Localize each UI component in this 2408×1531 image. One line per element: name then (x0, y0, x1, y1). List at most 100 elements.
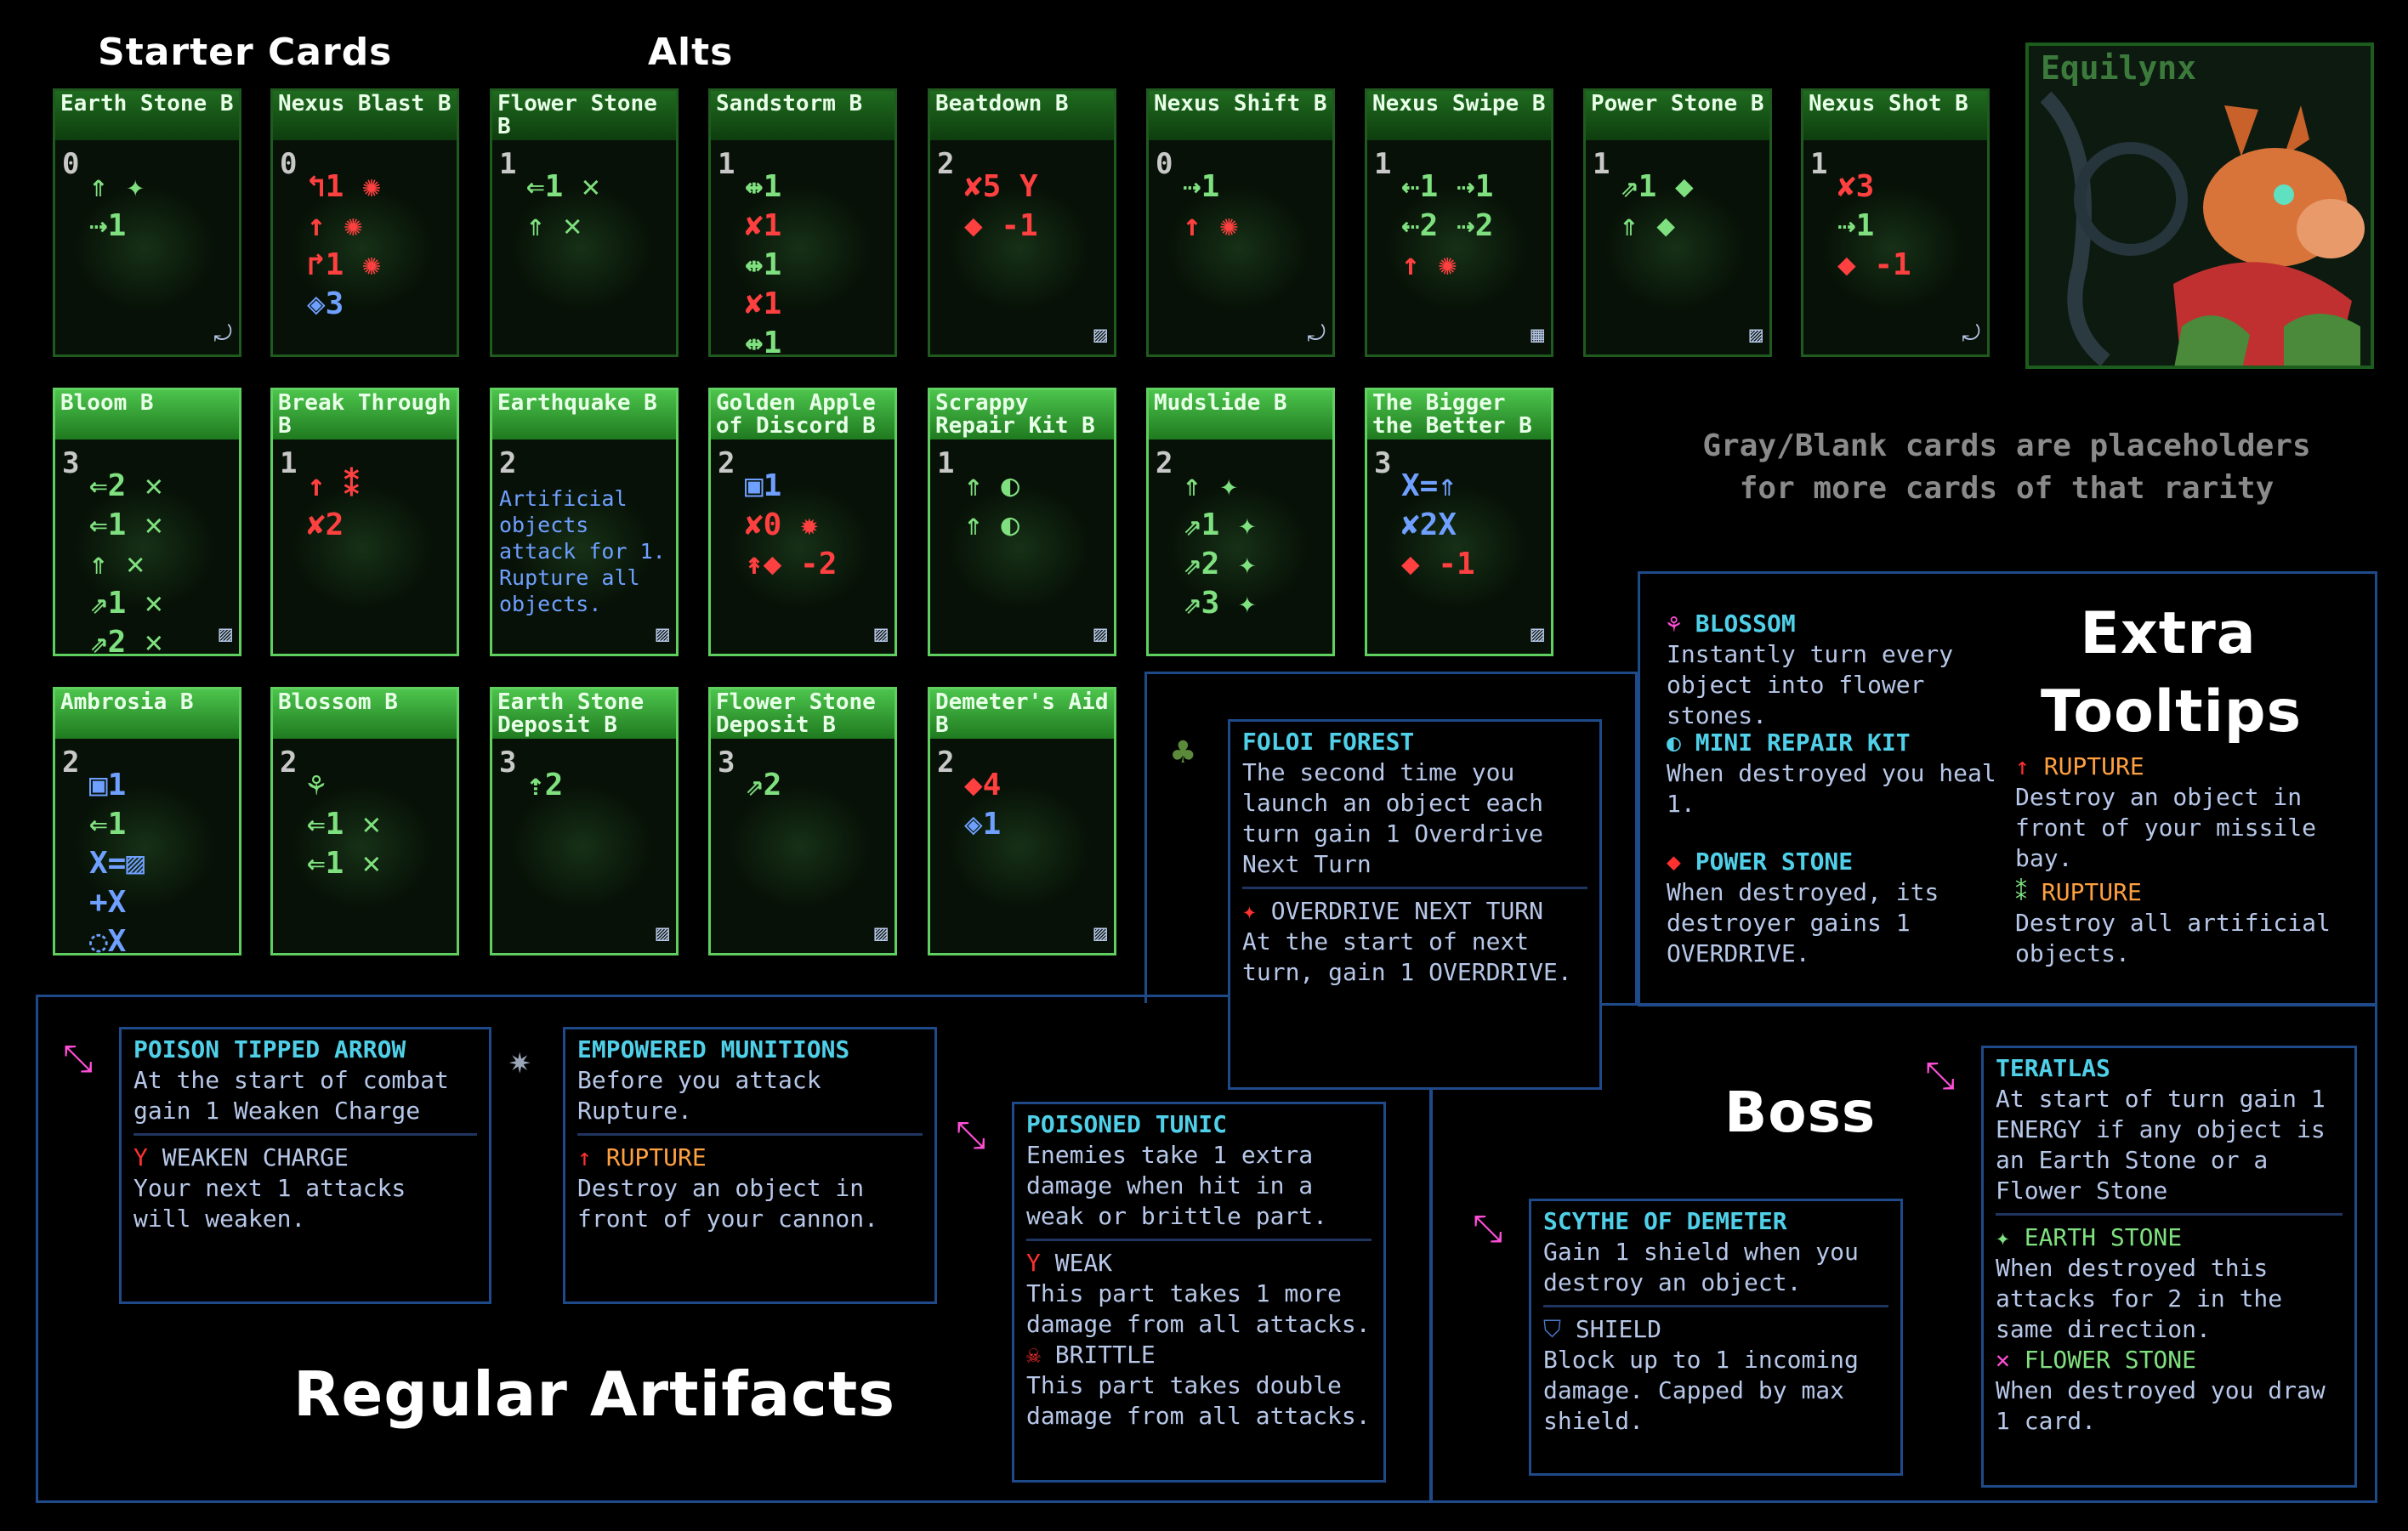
card-effects: ⇐2 ✕⇐1 ✕⇑ ✕⇗1 ✕⇗2 ✕ (89, 467, 230, 654)
card-corner-icon: ▨ (874, 621, 888, 647)
card-effect: ◆ -1 (1837, 247, 1911, 282)
regular-artifacts-header: Regular Artifacts (293, 1358, 896, 1430)
card-effect: ✘2X (1401, 507, 1457, 542)
flower-stone-title: FLOWER STONE (2024, 1346, 2197, 1374)
card-effect: ⇐1 ✕ (307, 807, 381, 842)
card-name: Nexus Shot B (1803, 91, 1987, 140)
card-effects: ⇑ ✦⇗1 ✦⇗2 ✦⇗3 ✦ (1183, 467, 1324, 623)
card-effect: ↱1 ✺ (307, 247, 381, 282)
card-cost: 0 (280, 147, 298, 181)
card-name: Demeter's Aid B (930, 689, 1114, 739)
card-effect: ⇹1 (745, 326, 782, 357)
arrow-artifact-icon: ⤡ (63, 1037, 94, 1080)
overdrive-icon: ✦ (1242, 897, 1257, 925)
extra-blossom: ⚘ BLOSSOM Instantly turn every object in… (1667, 609, 2024, 731)
earth-stone-text: When destroyed this attacks for 2 in the… (1996, 1254, 2283, 1343)
card-name: Scrappy Repair Kit B (930, 390, 1114, 439)
card-effect: +X (89, 885, 127, 920)
rupture2-text: Destroy all artificial objects. (2015, 909, 2331, 967)
card-corner-icon: ▨ (1749, 322, 1763, 348)
card-cost: 3 (62, 446, 80, 480)
shield-title: SHIELD (1575, 1315, 1662, 1343)
empowered-text: Before you attack Rupture. (577, 1066, 821, 1125)
poison-arrow-text: At the start of combat gain 1 Weaken Cha… (133, 1066, 449, 1125)
card-effect: ⇑ ✕ (89, 547, 145, 581)
card-name: Earth Stone B (55, 91, 239, 140)
card-effect: ⇑ ✕ (526, 208, 582, 243)
card-art (1820, 184, 1965, 312)
card-effect: ⇠1 ⇢1 (1401, 169, 1494, 204)
tooltip-teratlas: TERATLAS At start of turn gain 1 ENERGY … (1981, 1046, 2357, 1488)
card-effects: ⇗2 (745, 766, 886, 805)
card-effect: ⇢1 (1183, 169, 1220, 204)
weak-title: WEAK (1054, 1249, 1113, 1277)
card-art (728, 184, 872, 312)
flower-stone-icon: ✕ (1996, 1346, 2010, 1374)
card-effects: ⇹1✘1⇹1✘1⇹1 (745, 167, 886, 357)
shield-icon: ⛉ (1543, 1315, 1562, 1343)
card-effect: ⇑ ✦ (1183, 468, 1239, 503)
card-effects: ⚘⇐1 ✕⇐1 ✕ (307, 766, 448, 883)
forest-artifact-icon: ♣ (1172, 731, 1195, 774)
card-corner-icon: ⤾ (1962, 321, 1980, 347)
card-art (728, 484, 872, 611)
card-name: Beatdown B (930, 91, 1114, 140)
extra-tooltips-panel (1638, 571, 2377, 1006)
rupture1-title: RUPTURE (2043, 752, 2144, 780)
card-effect: ⇹1 (745, 169, 782, 204)
rupture2-title: RUPTURE (2041, 878, 2142, 906)
card-name: Ambrosia B (55, 689, 239, 739)
card-effect: ⇠2 ⇢2 (1401, 208, 1494, 243)
card-effect: ✘1 (745, 208, 782, 243)
scythe-title: SCYTHE OF DEMETER (1543, 1207, 1787, 1235)
card-art (1166, 484, 1310, 611)
card-name: Flower Stone B (492, 91, 676, 140)
character-portrait: Equilynx (2025, 43, 2374, 369)
card-corner-icon: ▨ (1531, 621, 1544, 647)
card-art (947, 184, 1092, 312)
tunic-artifact-icon: ⤡ (956, 1114, 986, 1157)
teratlas-title: TERATLAS (1996, 1054, 2110, 1082)
card-effect: ↑ ⁑ (307, 468, 360, 503)
card-effects: X=⇑✘2X◆ -1 (1401, 467, 1542, 584)
card-effect: ⇑ ◐ (964, 468, 1020, 503)
card-name: Nexus Blast B (273, 91, 457, 140)
card-effect: ⇗3 ✦ (1183, 586, 1257, 621)
card-effects: ⇑ ◐⇑ ◐ (964, 467, 1105, 545)
card-art (1384, 184, 1529, 312)
equilynx-art (2040, 91, 2365, 366)
card-effect: ↑ ✺ (1183, 208, 1239, 243)
card-name: Nexus Swipe B (1367, 91, 1551, 140)
card-effects: ▣1✘0 ✹↟◆ -2 (745, 467, 886, 584)
repair-kit-icon: ◐ (1667, 729, 1681, 757)
card-art (290, 783, 434, 910)
flower-stone-text: When destroyed you draw 1 card. (1996, 1376, 2326, 1435)
card-cost: 2 (937, 746, 955, 780)
card-effect: ⇗1 ◆ (1620, 169, 1694, 204)
power-stone-icon: ◆ (1667, 848, 1681, 876)
blossom-title: BLOSSOM (1695, 610, 1796, 638)
card-corner-icon: ▨ (219, 621, 232, 647)
